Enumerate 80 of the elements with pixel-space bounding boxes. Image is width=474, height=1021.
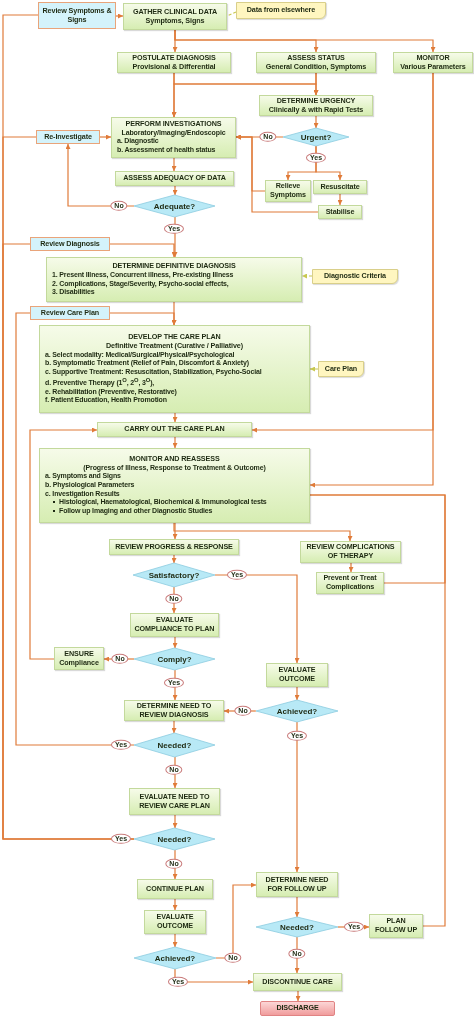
connector-arrow [309,72,434,488]
connector-arrow [235,134,319,213]
connector-arrow [99,134,112,140]
process-box [129,788,220,815]
decision-label: Achieved? [154,953,196,963]
decision-label: Needed? [280,922,314,932]
process-box [144,910,206,934]
review-box [30,237,110,251]
connector-arrow [172,216,178,258]
process-box [123,3,227,30]
process-box [259,95,373,116]
connector-arrow [172,636,178,649]
decision-label: Needed? [157,834,192,844]
connector-arrow [294,721,300,873]
connector-arrow [172,849,178,880]
process-box [393,52,473,73]
process-box [115,171,234,186]
process-box [97,422,252,437]
connector-arrow [171,554,177,564]
connector-arrow [315,145,343,181]
connector-arrow [172,185,178,196]
note-box [236,2,326,19]
connector-arrow [295,990,301,1002]
note-box [312,269,398,284]
decision-label: Comply? [157,654,192,664]
process-box [117,52,231,73]
connector-arrow [171,72,317,118]
end-box [260,1001,335,1016]
decision-label: Achieved? [276,706,318,716]
process-box [39,448,310,523]
connector-arrow [174,29,436,53]
process-box [313,180,367,194]
connector-arrow [172,898,178,911]
connector-arrow [171,157,177,172]
connector-arrow [115,13,124,19]
connector-arrow [109,312,177,326]
connector-arrow [294,896,300,918]
connector-arrow [348,562,354,573]
connector-arrow [29,427,98,660]
connector-arrow [294,936,300,974]
connector-arrow [171,720,177,734]
process-box [318,205,362,219]
connector-arrow [172,933,178,948]
connector-arrow [294,686,300,701]
process-box [300,541,401,563]
process-box [124,700,224,721]
review-box [36,130,100,144]
dashed-connector [301,273,313,279]
process-box [316,572,384,594]
connector-arrow [172,669,178,701]
dashed-connector [226,11,237,17]
process-box [111,117,236,158]
decision-label: Needed? [157,740,192,750]
connector-arrow [65,143,135,207]
connector-arrow [172,412,178,423]
process-box [256,872,338,897]
dashed-connector [309,366,319,372]
process-box [266,663,328,687]
connector-line [15,312,135,746]
process-box [109,539,239,555]
connector-arrow [337,193,343,206]
decision-label: Satisfactory? [148,570,200,580]
connector-arrow [313,115,319,129]
note-box [318,361,364,377]
review-box [30,306,110,320]
decision-label: Adequate? [153,201,196,211]
connector-arrow [215,882,257,959]
connector-arrow [172,814,178,829]
process-box [137,879,213,899]
connector-arrow [172,436,178,449]
process-box [46,257,302,302]
process-box [256,52,376,73]
decision-label: Urgent? [300,132,332,142]
connector-line [309,494,446,927]
connector-arrow [171,586,177,614]
connector-arrow [109,243,177,258]
process-box [253,973,342,991]
connector-arrow [173,522,353,542]
connector-arrow [172,522,178,540]
process-box [39,325,310,413]
